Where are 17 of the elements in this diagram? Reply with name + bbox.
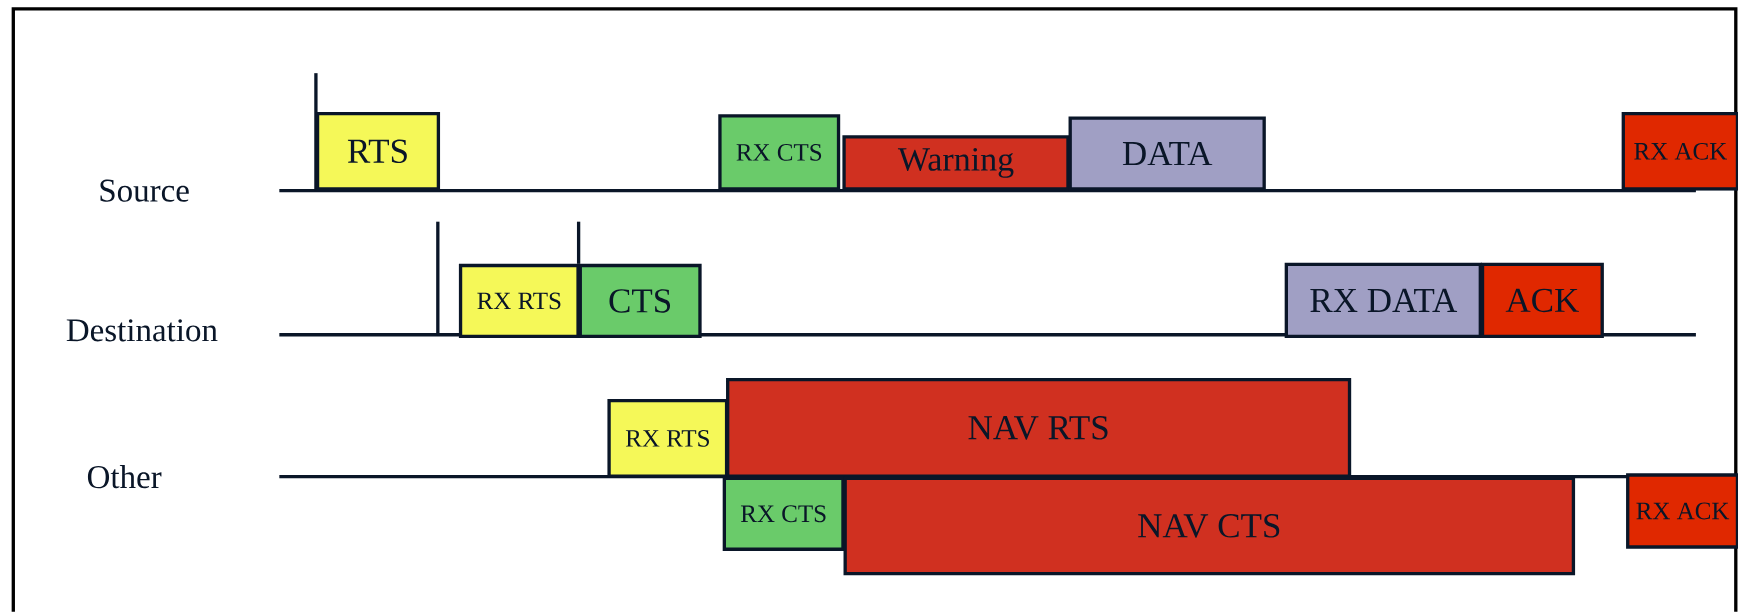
frame-box: RX RTS	[607, 399, 729, 478]
frame-box: ACK	[1480, 262, 1604, 339]
frame-box: NAV RTS	[726, 378, 1352, 478]
frame-box: CTS	[578, 263, 702, 339]
frame-box: Warning	[842, 135, 1070, 191]
frame-box: RX RTS	[458, 263, 580, 339]
frame-box: NAV CTS	[843, 476, 1576, 576]
row-label: Other	[87, 465, 162, 489]
frame-box: DATA	[1068, 116, 1266, 191]
frame-box: RX DATA	[1284, 262, 1482, 339]
frame-box: RX ACK	[1621, 112, 1738, 191]
frame-box: RX CTS	[722, 476, 845, 551]
frame-box: RX ACK	[1626, 473, 1738, 549]
frame-box: RTS	[315, 112, 441, 191]
frame-box: RX CTS	[718, 114, 841, 191]
row-label: Source	[100, 179, 189, 202]
row-label: Destination	[66, 319, 218, 342]
